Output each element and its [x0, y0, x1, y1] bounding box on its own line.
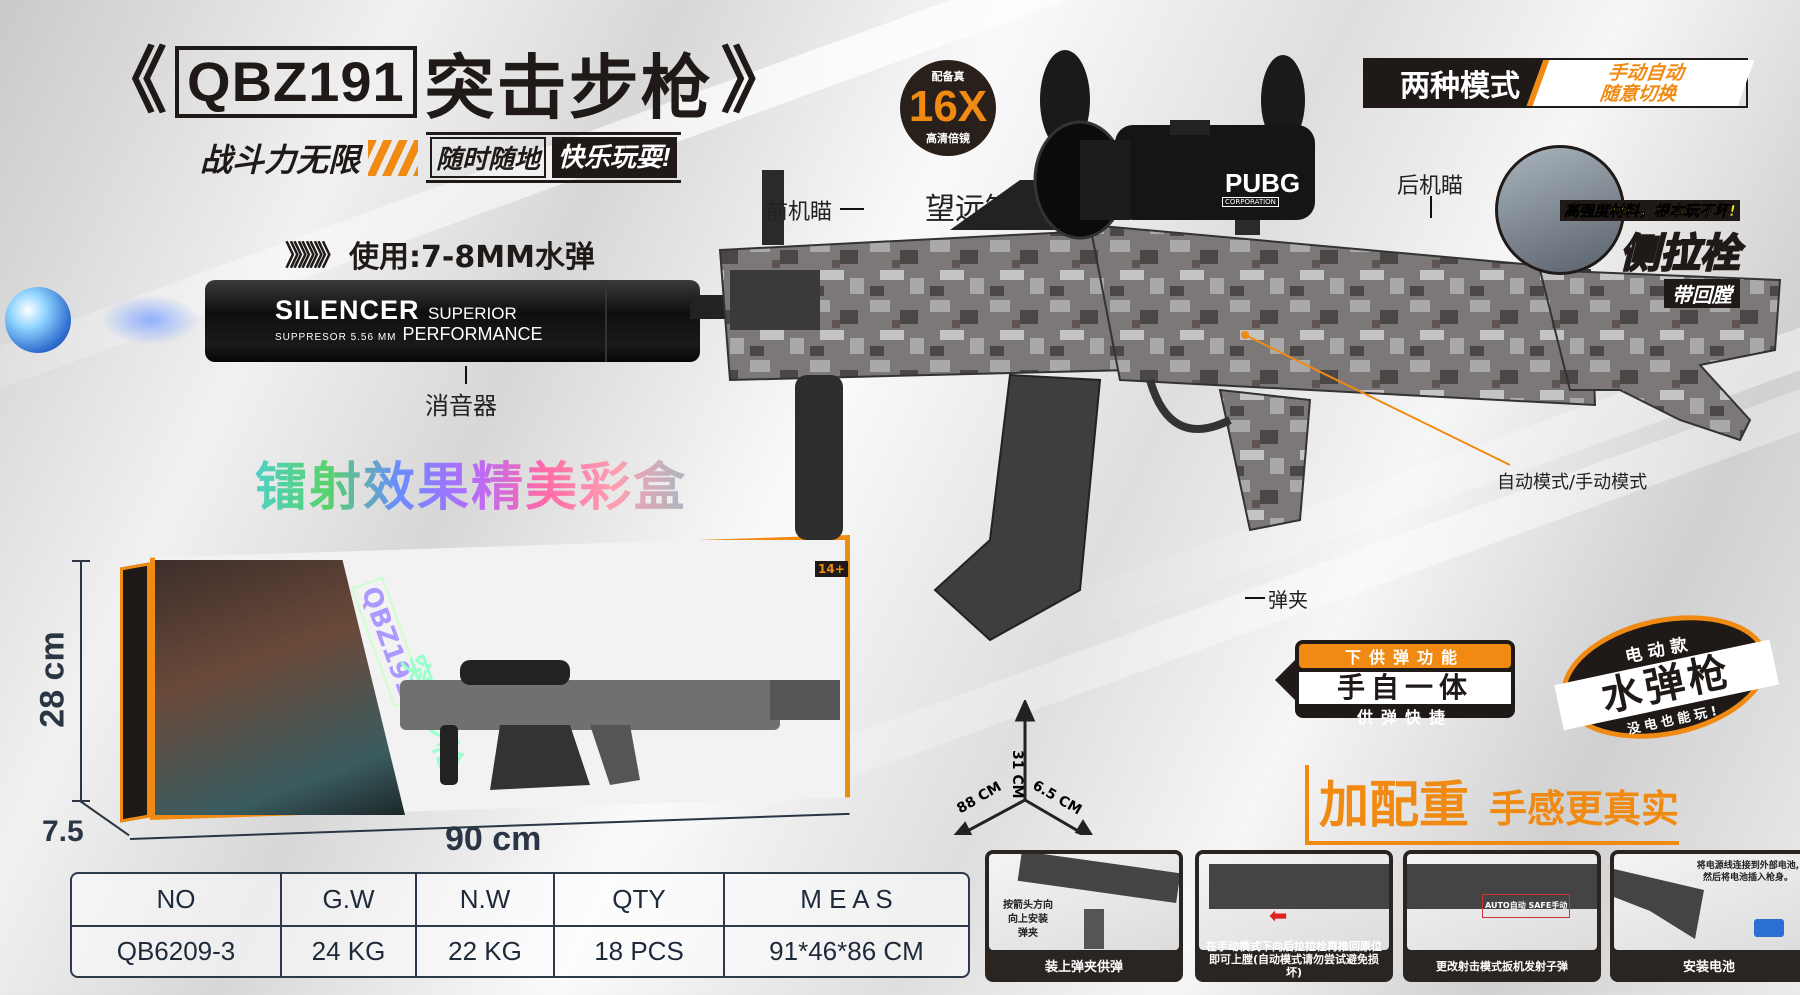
- feed-main: 手自一体: [1299, 672, 1511, 704]
- arrows-icon: 》》》》》: [285, 239, 345, 272]
- orange-slash-decoration: [368, 139, 419, 176]
- table-header-row: NO G.W N.W QTY M E A S: [72, 874, 968, 927]
- product-title: 《 QBZ191 突击步枪 》: [95, 42, 793, 127]
- title-chevron-left: 《: [95, 42, 168, 122]
- water-bullet-image: [0, 285, 210, 355]
- instruction-panel-load-magazine: 按箭头方向 向上安装 弹夹 装上弹夹供弹: [985, 850, 1183, 982]
- scope-logo-sub: CORPORATION: [1222, 197, 1279, 207]
- instruction-note: 按箭头方向 向上安装 弹夹: [1003, 900, 1053, 939]
- table-row: QB6209-3 24 KG 22 KG 18 PCS 91*46*86 CM: [72, 926, 968, 976]
- silencer-label: 消音器: [425, 392, 497, 420]
- instruction-panel-battery: 将电源线连接到外部电池,然后将电池插入枪身。 安装电池: [1610, 850, 1800, 982]
- model-number: QBZ191: [175, 46, 417, 118]
- weight-sub: 手感更真实: [1489, 789, 1680, 831]
- badge-main-text: 16X: [908, 82, 988, 131]
- fire-mode-label: 自动模式/手动模式: [1497, 472, 1648, 493]
- bolt-main-text: 侧拉栓: [1619, 231, 1741, 277]
- rifle-image: [690, 170, 1782, 642]
- title-chevron-right: 》: [720, 42, 793, 122]
- feed-badge: 下供弹功能 手自一体 供弹快捷: [1295, 640, 1515, 727]
- box-depth-label: 7.5: [42, 815, 84, 848]
- bolt-callout: 高强度材料，根本玩不坏! 侧拉栓 带回膛: [1560, 200, 1741, 308]
- product-height-label: 31 CM: [1009, 750, 1025, 799]
- box-height-label: 28 cm: [33, 631, 72, 728]
- modes-right-line1: 手动自动: [1605, 62, 1690, 84]
- left-arrow-icon: [1275, 660, 1295, 700]
- front-sight-label: 前机瞄: [766, 200, 833, 225]
- bolt-sub-text: 带回膛: [1663, 279, 1740, 308]
- instruction-caption: 在手动模式下向后拉拉栓再推回原位即可上膛(自动模式请勿尝试避免损坏): [1206, 940, 1382, 979]
- header-nw: N.W: [417, 874, 555, 927]
- slogan-mid: 随时随地: [430, 137, 547, 178]
- slogan-right: 快乐玩耍!: [552, 137, 677, 178]
- silencer-brand: SILENCER: [275, 295, 420, 325]
- silencer-line2: PERFORMANCE: [402, 324, 543, 344]
- silencer-image: SILENCER SUPERIOR SUPPRESOR 5.56 MM PERF…: [205, 280, 700, 362]
- feed-top: 下供弹功能: [1299, 644, 1511, 668]
- silencer-line1: SUPERIOR: [427, 304, 517, 323]
- red-arrow-icon: ⬅: [1269, 904, 1288, 929]
- instruction-panel-fire-mode: AUTO自动 SAFE手动 更改射击模式扳机发射子弹: [1403, 850, 1601, 982]
- weight-slogan: 加配重 手感更真实: [1305, 765, 1680, 845]
- cell-no: QB6209-3: [72, 926, 282, 976]
- magazine-label: 弹夹: [1268, 588, 1308, 612]
- instruction-caption: 装上弹夹供弹: [1044, 960, 1123, 975]
- scope-label: 望远镜: [925, 192, 1015, 227]
- laser-box-title: 镭射效果精美彩盒: [255, 445, 687, 520]
- scope-16x-badge: 配备真 16X 高清倍镜: [900, 60, 996, 156]
- header-no: NO: [72, 874, 282, 927]
- product-name: 突击步枪: [424, 48, 713, 127]
- rear-sight-label: 后机瞄: [1397, 174, 1464, 199]
- badge-top-text: 配备真: [931, 70, 965, 83]
- instruction-note: 将电源线连接到外部电池,然后将电池插入枪身。: [1696, 861, 1800, 883]
- modes-right-line2: 随意切换: [1597, 83, 1682, 105]
- instruction-panel-chamber: ⬅ 在手动模式下向后拉拉栓再推回原位即可上膛(自动模式请勿尝试避免损坏): [1195, 850, 1393, 982]
- cell-nw: 22 KG: [417, 926, 555, 976]
- ammo-info: 》》》》》 使用:7-8MM水弹: [285, 232, 595, 276]
- instruction-caption: 安装电池: [1682, 960, 1735, 975]
- spec-table: NO G.W N.W QTY M E A S QB6209-3 24 KG 22…: [70, 872, 970, 978]
- instruction-note: AUTO自动 SAFE手动: [1482, 894, 1571, 918]
- box-age-label: 14+: [815, 561, 848, 577]
- bolt-small-text: 高强度材料，根本玩不坏!: [1560, 200, 1740, 221]
- two-modes-banner: 两种模式 手动自动随意切换: [1363, 58, 1755, 108]
- slogan-left: 战斗力无限: [200, 141, 361, 178]
- modes-left-text: 两种模式: [1365, 60, 1555, 106]
- header-gw: G.W: [282, 874, 417, 927]
- ammo-text: 使用:7-8MM水弹: [349, 240, 595, 275]
- slogan: 战斗力无限 随时随地快乐玩耍!: [200, 132, 681, 183]
- scope-image: [1033, 50, 1315, 240]
- cell-meas: 91*46*86 CM: [769, 935, 924, 966]
- box-width-label: 90 cm: [445, 820, 542, 858]
- cell-gw: 24 KG: [282, 926, 417, 976]
- weight-main: 加配重: [1319, 777, 1469, 833]
- silencer-small: SUPPRESOR 5.56 MM: [275, 332, 397, 343]
- instruction-caption: 更改射击模式扳机发射子弹: [1436, 960, 1568, 973]
- header-qty: QTY: [555, 874, 725, 927]
- header-meas: M E A S: [725, 874, 968, 927]
- cell-qty: 18 PCS: [555, 926, 725, 976]
- product-dimension-arrows: [953, 700, 1093, 835]
- box-gun-illustration: [400, 660, 840, 790]
- feed-bottom: 供弹快捷: [1356, 708, 1453, 727]
- box-image: QBZ191 突击步枪 14+: [120, 535, 860, 825]
- scope-logo: PUBG: [1225, 168, 1301, 198]
- badge-bottom-text: 高清倍镜: [926, 132, 970, 145]
